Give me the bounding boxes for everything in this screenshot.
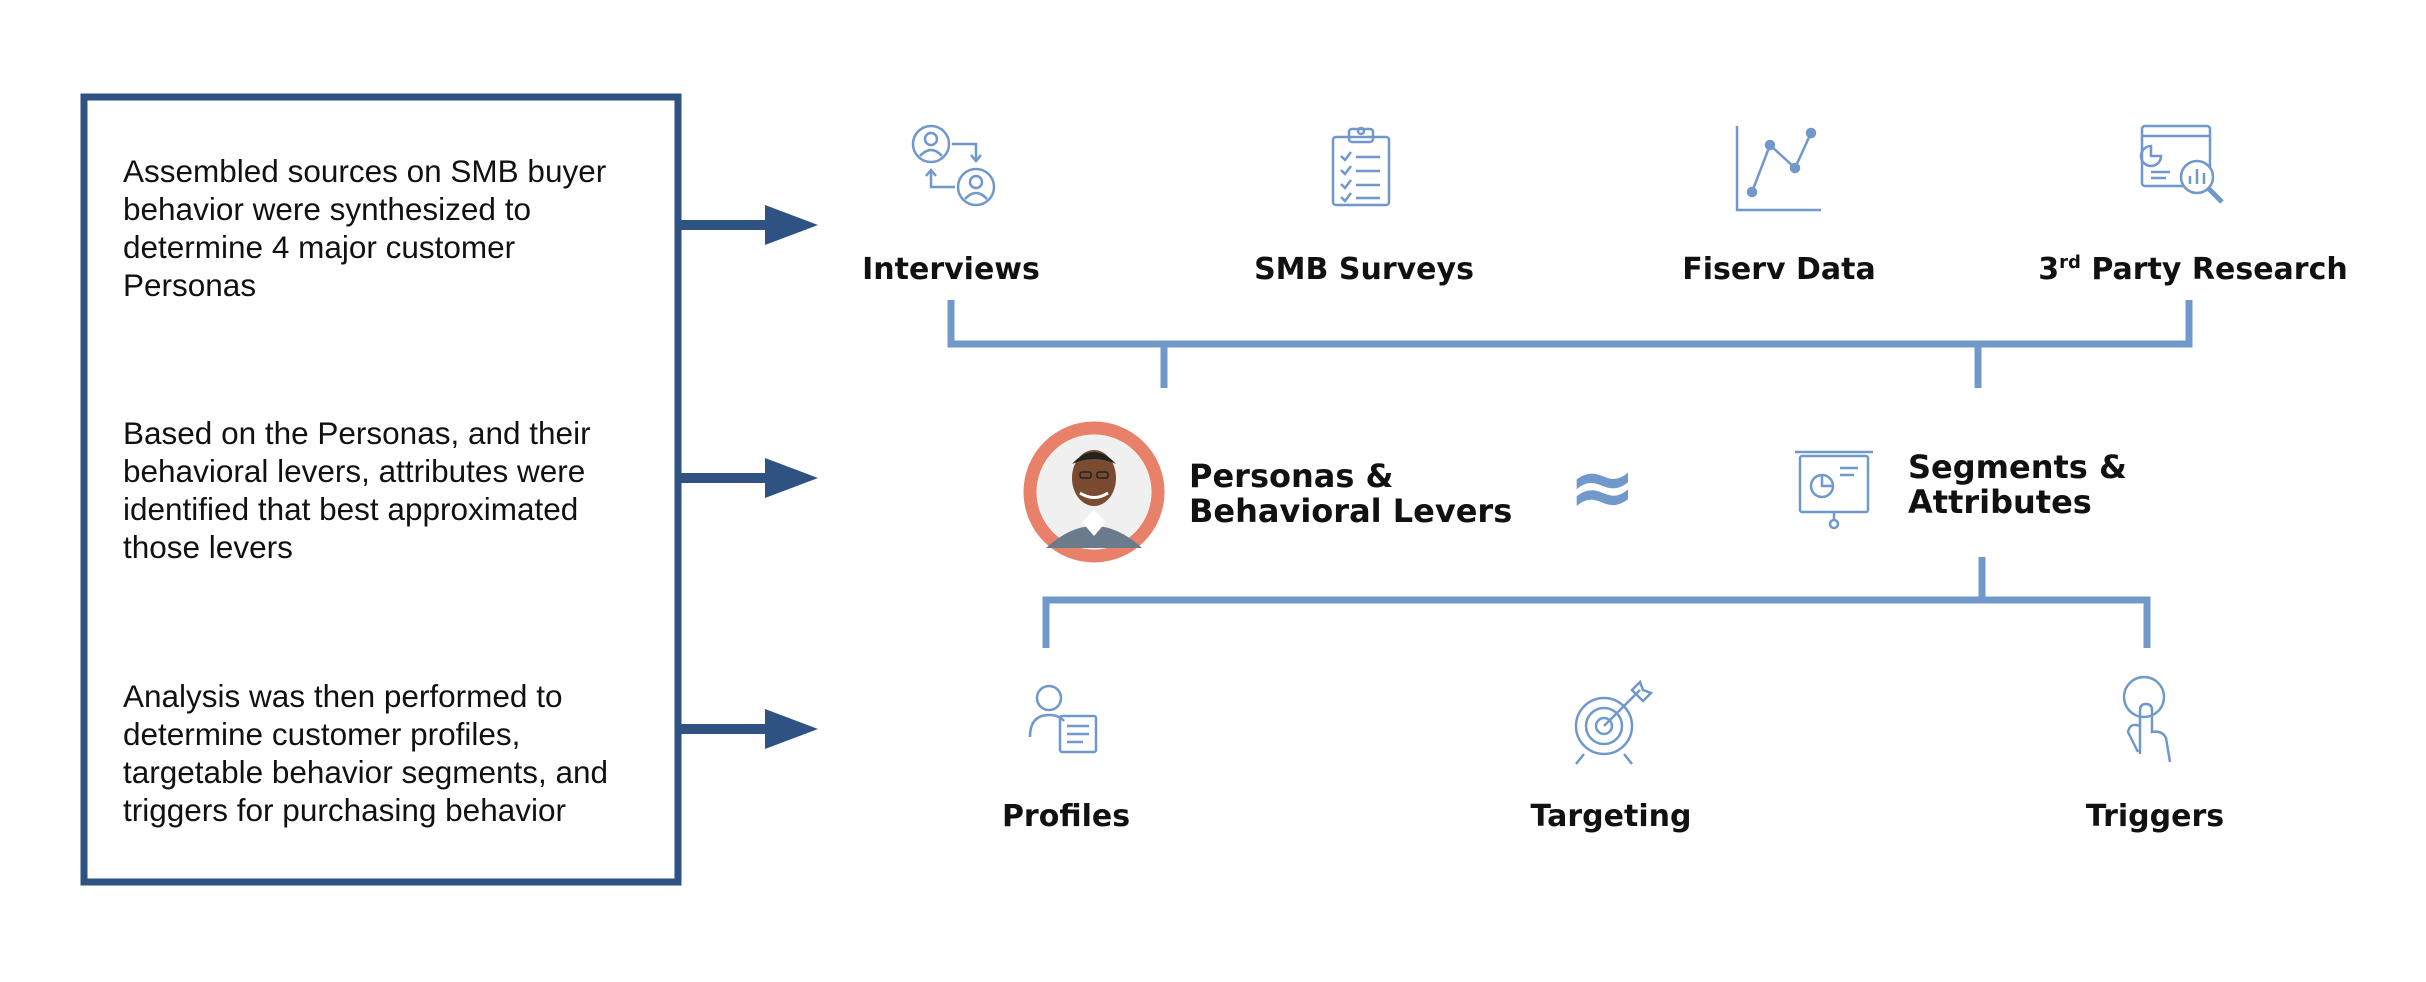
label-targeting: Targeting <box>1530 799 1692 834</box>
clipboard-icon <box>1331 126 1391 207</box>
third-party-superscript: rd <box>2059 252 2081 273</box>
outputs-bracket <box>1042 557 2151 648</box>
segments-line-1: Segments & <box>1908 448 2127 486</box>
approximately-equal-symbol: ≈ <box>1568 440 1637 535</box>
personas-line-1: Personas & <box>1189 457 1394 495</box>
label-fiserv-data: Fiserv Data <box>1682 252 1876 287</box>
description-1: Assembled sources on SMB buyer behavior … <box>123 153 607 303</box>
person-avatar <box>1023 421 1165 563</box>
segments-line-2: Attributes <box>1908 483 2092 521</box>
description-3: Analysis was then performed to determine… <box>123 678 609 828</box>
description-box <box>80 93 682 886</box>
label-profiles: Profiles <box>1001 799 1131 834</box>
line-chart-icon <box>1735 126 1821 212</box>
label-third-party-research: 3rd Party Research <box>2038 252 2347 287</box>
label-interviews: Interviews <box>862 252 1040 287</box>
third-party-text: Party Research <box>2080 252 2348 287</box>
arrow-1 <box>678 205 818 245</box>
third-party-number: 3 <box>2038 252 2060 287</box>
arrow-3 <box>678 709 818 749</box>
research-report-icon <box>2139 124 2224 204</box>
label-personas: Personas & Behavioral Levers <box>1189 459 1512 529</box>
profile-card-icon <box>1028 684 1098 754</box>
label-segments: Segments & Attributes <box>1908 450 2127 520</box>
label-triggers: Triggers <box>2085 799 2225 834</box>
arrow-2 <box>678 458 818 498</box>
presentation-board-icon <box>1795 450 1873 530</box>
personas-line-2: Behavioral Levers <box>1189 492 1513 530</box>
touch-icon <box>2122 675 2172 763</box>
description-2: Based on the Personas, and their behavio… <box>123 415 591 565</box>
interviews-icon <box>911 124 996 207</box>
target-icon <box>1574 679 1654 765</box>
sources-bracket <box>947 300 2193 388</box>
label-smb-surveys: SMB Surveys <box>1254 252 1474 287</box>
